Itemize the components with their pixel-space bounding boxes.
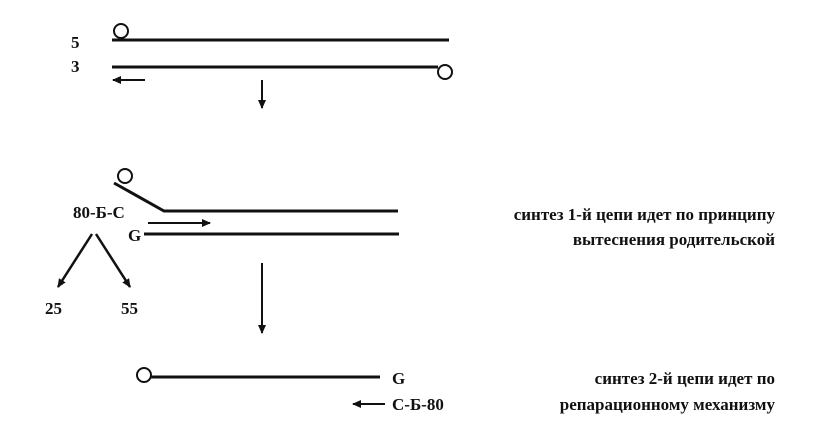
label-3: 3 — [71, 57, 80, 76]
caption-step3-line2: репарационному механизму — [560, 395, 776, 414]
label-primer-c-b-80: С-Б-80 — [392, 395, 444, 414]
label-g-step3: G — [392, 369, 405, 388]
caption-step3-line1: синтез 2-й цепи идет по — [595, 369, 775, 388]
step3-repair: G С-Б-80 синтез 2-й цепи идет по репарац… — [136, 367, 776, 414]
caption-step2-line2: вытеснения родительской — [573, 230, 775, 249]
step1-duplex: 5 3 — [71, 23, 453, 84]
step3-cap-circle — [136, 367, 152, 383]
step2-displacement: 80-Б-С G 25 55 синтез 1-й цепи идет по п… — [45, 168, 776, 318]
label-primer-80-b-c: 80-Б-С — [73, 203, 125, 222]
label-g-step2: G — [128, 226, 141, 245]
fragment-25: 25 — [45, 299, 62, 318]
displaced-strand-cap-circle — [117, 168, 133, 184]
fragment-55: 55 — [121, 299, 138, 318]
cleavage-arrow-left — [56, 233, 94, 288]
caption-step2-line1: синтез 1-й цепи идет по принципу — [514, 205, 776, 224]
displaced-strand — [113, 181, 398, 213]
top-strand-cap-circle — [113, 23, 129, 39]
cleavage-arrow-right — [94, 233, 132, 288]
label-5: 5 — [71, 33, 80, 52]
bottom-strand-cap-circle — [437, 64, 453, 80]
